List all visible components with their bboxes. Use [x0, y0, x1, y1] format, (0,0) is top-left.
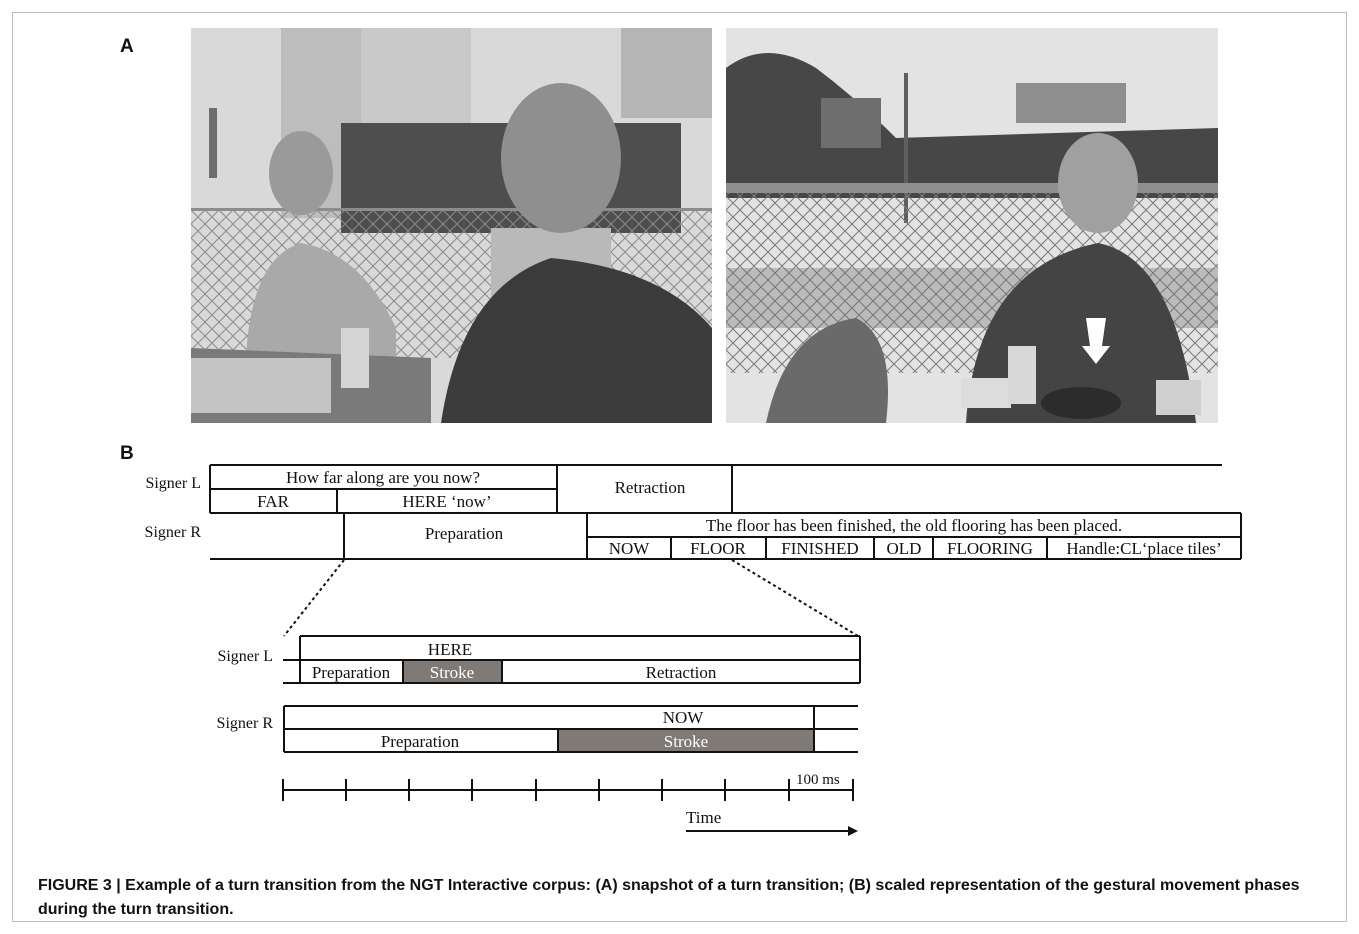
top-signer-r-preparation: Preparation — [425, 524, 504, 543]
zoom-connector-right — [731, 559, 859, 637]
top-signer-r-gloss-now: NOW — [609, 539, 651, 558]
zoom-signer-r-preparation: Preparation — [381, 732, 460, 751]
zoom-signer-r-label: Signer R — [217, 715, 274, 732]
top-signer-r-gloss-flooring: FLOORING — [947, 539, 1033, 558]
snapshot-photo-left — [191, 28, 712, 423]
snapshot-photo-right — [726, 28, 1218, 423]
time-label: Time — [686, 808, 721, 827]
zoom-signer-l-retraction: Retraction — [646, 663, 717, 682]
panel-label-b: B — [120, 443, 134, 464]
zoom-signer-r-stroke-bar — [558, 730, 814, 752]
zoom-signer-l-label: Signer L — [217, 648, 273, 665]
top-signer-l-label: Signer L — [145, 475, 201, 492]
figure-caption: FIGURE 3 | Example of a turn transition … — [38, 877, 1300, 918]
top-signer-r-gloss-finished: FINISHED — [781, 539, 858, 558]
zoom-signer-r-gloss: NOW — [663, 708, 705, 727]
zoom-signer-r-stroke: Stroke — [664, 732, 708, 751]
top-signer-r-gloss-handle: Handle:CL‘place tiles’ — [1066, 539, 1221, 558]
scale-label: 100 ms — [796, 772, 840, 788]
top-signer-l-sentence: How far along are you now? — [286, 468, 480, 487]
top-signer-r-gloss-old: OLD — [887, 539, 922, 558]
zoom-signer-l-gloss: HERE — [428, 640, 472, 659]
time-arrow-head — [848, 826, 858, 836]
figure-frame — [12, 12, 1347, 922]
zoom-signer-l-stroke-bar — [403, 661, 502, 683]
top-signer-l-retraction: Retraction — [615, 478, 686, 497]
zoom-signer-l-stroke: Stroke — [430, 663, 474, 682]
panel-label-a: A — [120, 36, 134, 57]
top-signer-r-gloss-floor: FLOOR — [690, 539, 746, 558]
top-signer-r-sentence: The floor has been finished, the old flo… — [706, 516, 1122, 535]
top-signer-r-label: Signer R — [145, 524, 202, 541]
zoom-connector-left — [283, 559, 345, 637]
top-signer-l-gloss-here: HERE ‘now’ — [402, 492, 491, 511]
top-signer-l-gloss-far: FAR — [257, 492, 289, 511]
zoom-signer-l-preparation: Preparation — [312, 663, 391, 682]
